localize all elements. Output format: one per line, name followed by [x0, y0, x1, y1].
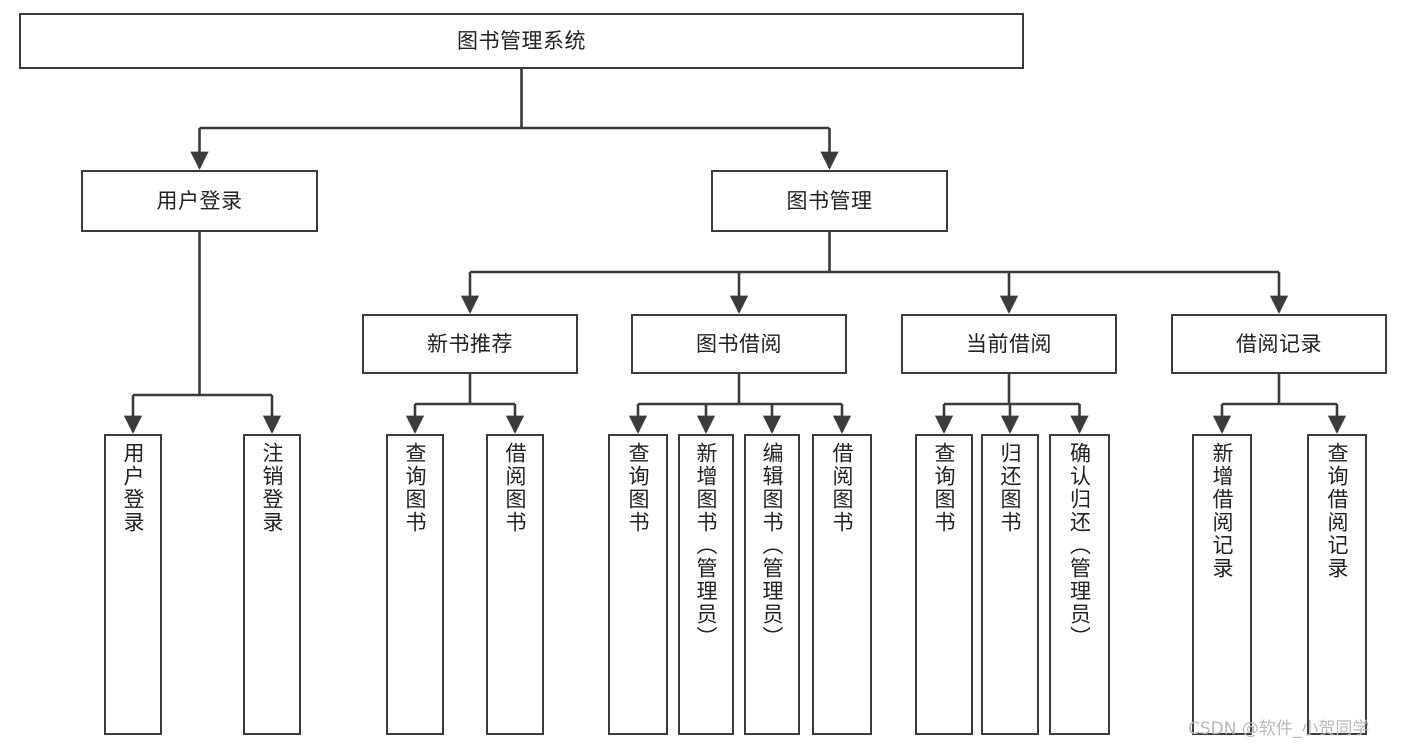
node-leaf-query-book-borrow[interactable]: 查询图书 [608, 434, 668, 735]
node-label: 查询图书 [932, 442, 957, 534]
node-leaf-borrow-book[interactable]: 借阅图书 [812, 434, 872, 735]
node-label: 借阅记录 [1236, 331, 1322, 356]
node-label: 新书推荐 [427, 331, 513, 356]
node-label: 图书借阅 [696, 331, 782, 356]
node-leaf-user-login[interactable]: 用户登录 [104, 434, 162, 735]
node-root[interactable]: 图书管理系统 [19, 13, 1024, 69]
node-label: 当前借阅 [966, 331, 1052, 356]
node-leaf-query-book-cur[interactable]: 查询图书 [915, 434, 973, 735]
node-leaf-add-borrow-record[interactable]: 新增借阅记录 [1192, 434, 1252, 735]
node-leaf-borrow-book-rec[interactable]: 借阅图书 [486, 434, 544, 735]
node-label: 借阅图书 [830, 442, 855, 534]
node-label: 新增图书（管理员） [694, 442, 719, 649]
node-label: 图书管理系统 [457, 28, 586, 53]
node-leaf-edit-book[interactable]: 编辑图书（管理员） [744, 434, 800, 735]
node-label: 归还图书 [998, 442, 1023, 534]
node-current-borrow[interactable]: 当前借阅 [901, 314, 1117, 374]
node-label: 借阅图书 [503, 442, 528, 534]
node-label: 查询借阅记录 [1325, 442, 1350, 580]
node-book-borrow[interactable]: 图书借阅 [631, 314, 847, 374]
node-leaf-query-borrow-record[interactable]: 查询借阅记录 [1307, 434, 1367, 735]
node-label: 图书管理 [786, 188, 873, 213]
node-label: 查询图书 [403, 442, 428, 534]
node-label: 用户登录 [156, 188, 243, 213]
node-label: 注销登录 [260, 442, 285, 534]
node-leaf-logout[interactable]: 注销登录 [243, 434, 301, 735]
node-new-book-rec[interactable]: 新书推荐 [362, 314, 578, 374]
node-label: 新增借阅记录 [1210, 442, 1235, 580]
node-user-login[interactable]: 用户登录 [81, 170, 318, 232]
node-leaf-query-book-rec[interactable]: 查询图书 [386, 434, 444, 735]
node-leaf-add-book[interactable]: 新增图书（管理员） [678, 434, 734, 735]
node-label: 查询图书 [626, 442, 651, 534]
node-label: 编辑图书（管理员） [760, 442, 785, 649]
node-label: 用户登录 [121, 442, 146, 534]
node-leaf-confirm-return[interactable]: 确认归还（管理员） [1049, 434, 1110, 735]
node-leaf-return-book[interactable]: 归还图书 [981, 434, 1039, 735]
watermark-text: CSDN @软件_小贺同学 [1188, 719, 1370, 739]
node-borrow-record[interactable]: 借阅记录 [1171, 314, 1387, 374]
node-book-manage[interactable]: 图书管理 [711, 170, 948, 232]
node-label: 确认归还（管理员） [1067, 442, 1092, 649]
